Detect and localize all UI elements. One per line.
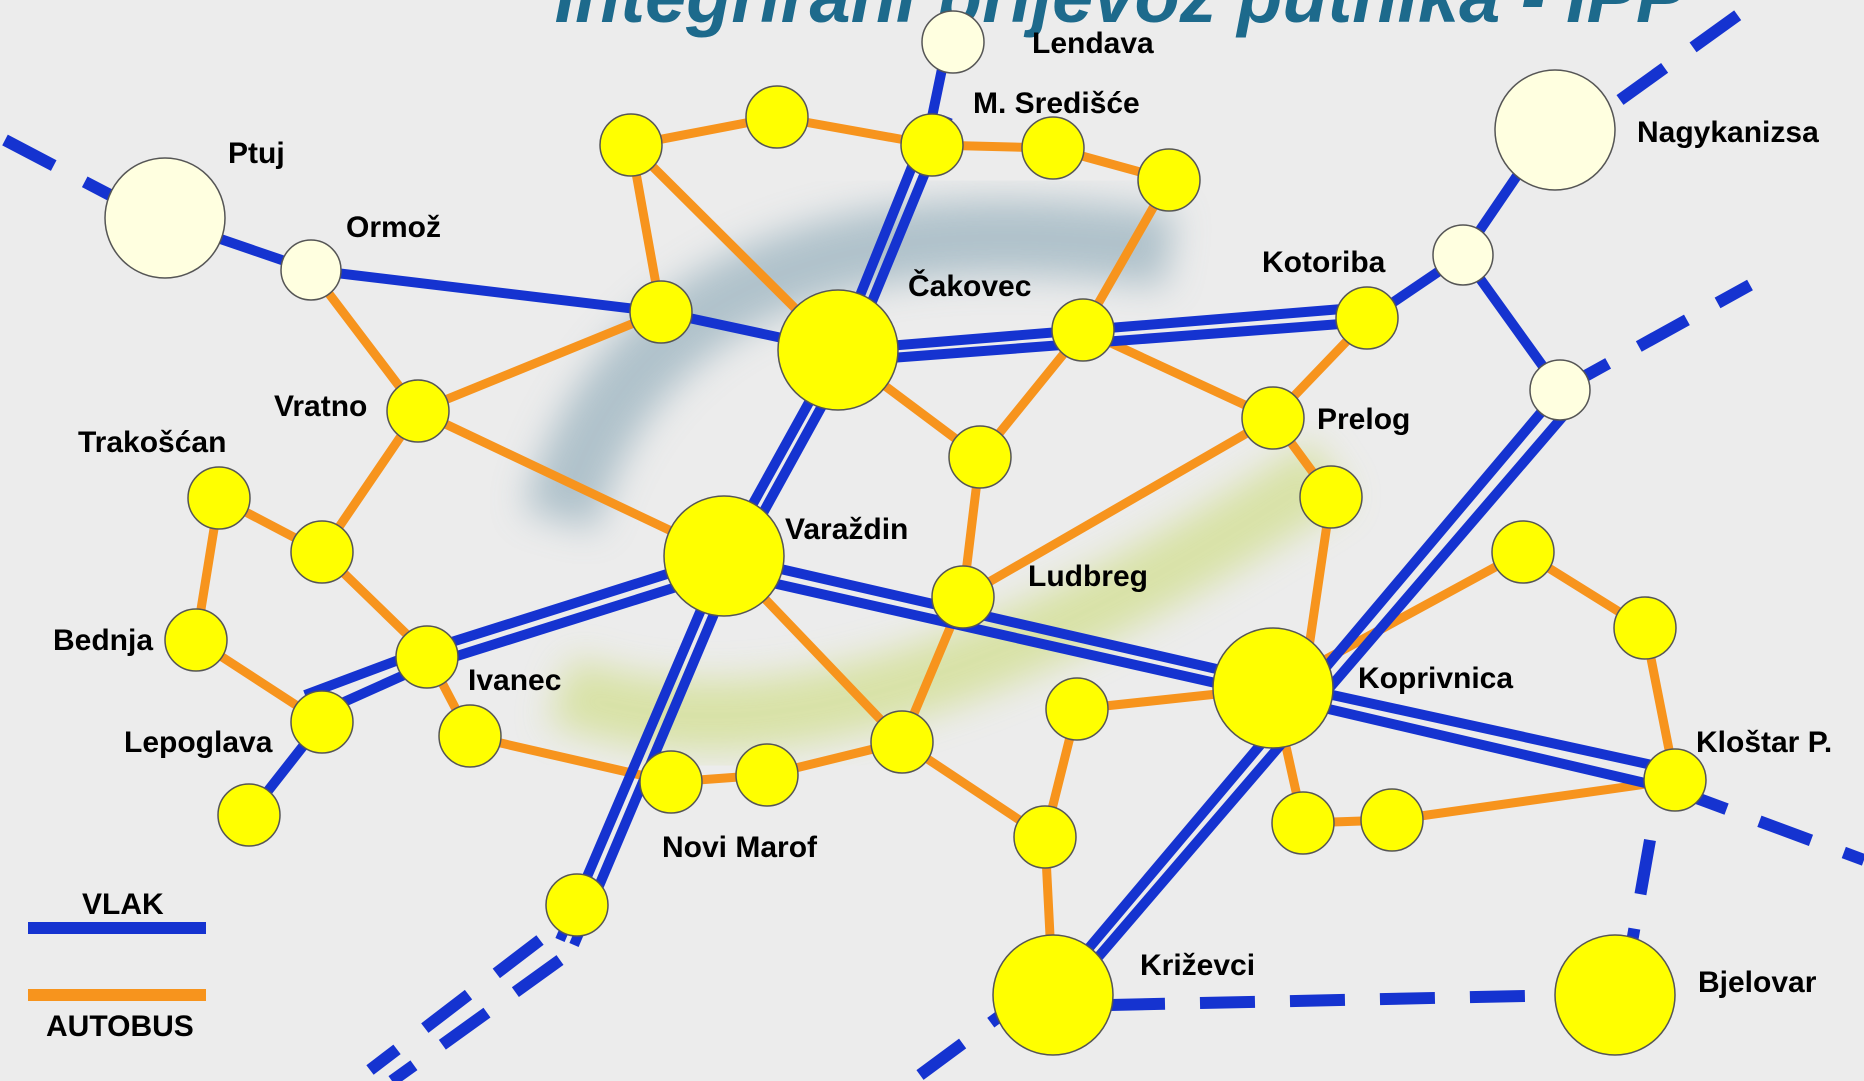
- stop-border-east[interactable]: [1529, 359, 1591, 421]
- stops: [104, 10, 1707, 1056]
- label-lepoglava: Lepoglava: [124, 726, 273, 759]
- label-ivanec: Ivanec: [468, 664, 561, 697]
- map-title: Integrirani prijevoz putnika - IPP: [555, 0, 1686, 38]
- train-routes: [163, 38, 1677, 1009]
- label-cakovec: Čakovec: [908, 269, 1031, 303]
- label-krizevci: Križevci: [1140, 949, 1255, 982]
- stop-koprivnica[interactable]: [1212, 627, 1334, 749]
- label-ormoz: Ormož: [346, 211, 441, 244]
- stop-north-b[interactable]: [1137, 148, 1201, 212]
- label-ludbreg: Ludbreg: [1028, 560, 1148, 593]
- stop-varazdin[interactable]: [663, 495, 785, 617]
- stop-koprivnica-south-a[interactable]: [1271, 791, 1335, 855]
- stop-east-cakovec[interactable]: [1051, 298, 1115, 362]
- stop-prelog[interactable]: [1241, 386, 1305, 450]
- stop-west-cakovec[interactable]: [629, 280, 693, 344]
- stop-marof-south[interactable]: [545, 873, 609, 937]
- stop-m-sredisce[interactable]: [900, 113, 964, 177]
- stop-lepoglava[interactable]: [290, 690, 354, 754]
- stop-north-a[interactable]: [1021, 116, 1085, 180]
- stop-bjelovar[interactable]: [1554, 934, 1676, 1056]
- stop-klostar[interactable]: [1643, 748, 1707, 812]
- stop-trakoscan[interactable]: [187, 466, 251, 530]
- label-novi-marof: Novi Marof: [662, 831, 818, 864]
- label-koprivnica: Koprivnica: [1358, 662, 1513, 695]
- label-lendava: Lendava: [1032, 27, 1154, 60]
- label-varazdin: Varaždin: [785, 513, 908, 546]
- stop-east-a[interactable]: [1491, 520, 1555, 584]
- stop-novi-marof[interactable]: [639, 750, 703, 814]
- stop-ptuj[interactable]: [104, 157, 226, 279]
- label-trakoscan: Trakošćan: [78, 426, 226, 459]
- stop-ludbreg[interactable]: [931, 565, 995, 629]
- stop-kotoriba[interactable]: [1335, 286, 1399, 350]
- legend: VLAK AUTOBUS: [28, 888, 206, 1043]
- stop-lendava[interactable]: [921, 10, 985, 74]
- label-bjelovar: Bjelovar: [1698, 966, 1817, 999]
- label-kotoriba: Kotoriba: [1262, 246, 1386, 279]
- stop-east-b[interactable]: [1613, 596, 1677, 660]
- stop-nagykanizsa[interactable]: [1494, 69, 1616, 191]
- stop-vratno-south[interactable]: [290, 520, 354, 584]
- label-klostar: Kloštar P.: [1696, 726, 1832, 759]
- stop-west-koprivnica[interactable]: [1045, 677, 1109, 741]
- stop-bednja[interactable]: [164, 608, 228, 672]
- stop-lepoglava-south[interactable]: [217, 783, 281, 847]
- label-prelog: Prelog: [1317, 403, 1410, 436]
- label-bednja: Bednja: [53, 624, 153, 657]
- label-nagykanizsa: Nagykanizsa: [1637, 116, 1819, 149]
- stop-kotoriba-border[interactable]: [1432, 224, 1494, 286]
- stop-krizevci-north[interactable]: [1013, 805, 1077, 869]
- stop-ivanec-south[interactable]: [438, 704, 502, 768]
- stop-south-cakovec[interactable]: [948, 425, 1012, 489]
- stop-krizevci[interactable]: [992, 934, 1114, 1056]
- legend-bus-label: AUTOBUS: [46, 1010, 194, 1043]
- stop-northwest-a[interactable]: [599, 113, 663, 177]
- stop-ormoz[interactable]: [280, 239, 342, 301]
- label-vratno: Vratno: [274, 390, 367, 423]
- stop-ludbreg-south[interactable]: [870, 710, 934, 774]
- stop-prelog-south[interactable]: [1299, 465, 1363, 529]
- stop-koprivnica-south-b[interactable]: [1360, 788, 1424, 852]
- label-ptuj: Ptuj: [228, 137, 285, 170]
- stop-northwest-b[interactable]: [745, 85, 809, 149]
- city-labels: Ptuj Ormož Lendava M. Središće Nagykaniz…: [53, 27, 1832, 999]
- stop-vratno[interactable]: [386, 379, 450, 443]
- label-m-sredisce: M. Središće: [973, 87, 1140, 120]
- stop-marof-east[interactable]: [735, 743, 799, 807]
- legend-train-label: VLAK: [82, 888, 164, 921]
- stop-cakovec[interactable]: [777, 289, 899, 411]
- stop-ivanec[interactable]: [395, 625, 459, 689]
